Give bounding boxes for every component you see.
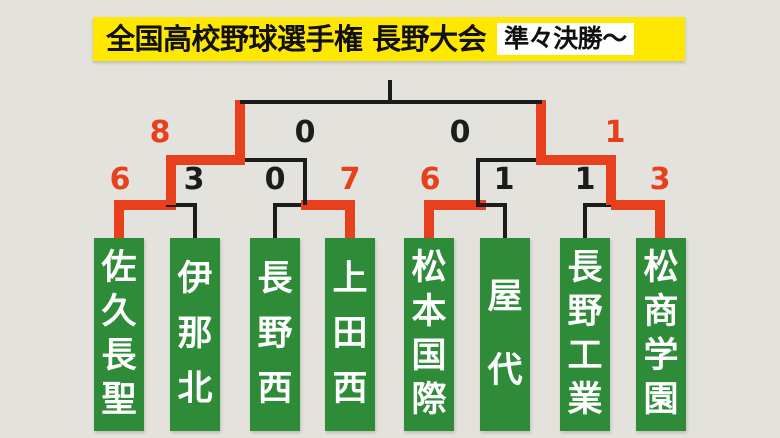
team-char: 長 — [567, 248, 603, 288]
team-char: 学 — [643, 336, 679, 376]
sf2-left-riser — [476, 158, 480, 205]
qf2-loser-crossbar — [273, 203, 305, 207]
team-char: 国 — [411, 336, 447, 376]
team-box-saku-chosei[interactable]: 佐 久 長 聖 — [94, 238, 144, 431]
qf1-loser-riser — [193, 203, 197, 240]
team-box-yashiro[interactable]: 屋 代 — [480, 238, 530, 431]
score-qf3-right: 1 — [493, 162, 515, 197]
final-stem — [388, 80, 392, 102]
page-title: 全国高校野球選手権 長野大会 — [106, 21, 487, 56]
title-banner: 全国高校野球選手権 長野大会 準々決勝～ — [93, 17, 685, 61]
team-char: 北 — [177, 369, 213, 409]
team-char: 屋 — [487, 277, 523, 318]
team-char: 商 — [643, 292, 679, 332]
sf2-right-riser — [606, 155, 616, 205]
qf4-loser-crossbar — [583, 203, 615, 207]
team-box-inakita[interactable]: 伊 那 北 — [170, 238, 220, 431]
team-char: 長 — [257, 259, 293, 299]
qf2-winner-riser — [345, 200, 355, 240]
score-qf1-left: 6 — [109, 162, 131, 197]
qf1-winner-crossbar — [114, 200, 176, 210]
round-label: 準々決勝～ — [504, 24, 627, 53]
team-char: 長 — [101, 336, 137, 376]
team-box-nagano-kogyo[interactable]: 長 野 工 業 — [560, 238, 610, 431]
qf2-loser-riser — [273, 203, 277, 240]
score-qf2-left: 0 — [264, 162, 286, 197]
team-char: 伊 — [177, 259, 213, 299]
team-box-nagano-nishi[interactable]: 長 野 西 — [250, 238, 300, 431]
team-box-shosho-gakuen[interactable]: 松 商 学 園 — [636, 238, 686, 431]
qf3-winner-crossbar — [424, 200, 486, 210]
team-char: 田 — [332, 314, 368, 354]
team-char: 本 — [411, 292, 447, 332]
team-char: 野 — [567, 292, 603, 332]
qf4-winner-riser — [655, 200, 665, 240]
score-sf2-left: 0 — [449, 115, 471, 150]
score-sf1-left: 8 — [149, 115, 171, 150]
team-char: 那 — [177, 314, 213, 354]
team-char: 上 — [332, 259, 368, 299]
qf4-loser-riser — [583, 203, 587, 240]
team-char: 園 — [643, 380, 679, 420]
score-qf2-right: 7 — [339, 162, 361, 197]
sf2-winner-riser — [536, 100, 546, 160]
team-box-ueda-nishi[interactable]: 上 田 西 — [325, 238, 375, 431]
score-sf1-right: 0 — [294, 115, 316, 150]
team-char: 松 — [411, 248, 447, 288]
team-char: 工 — [567, 336, 603, 376]
team-char: 松 — [643, 248, 679, 288]
team-char: 野 — [257, 314, 293, 354]
score-qf4-left: 1 — [574, 162, 596, 197]
qf3-loser-crossbar — [476, 203, 507, 207]
team-box-matsumoto-kokusai[interactable]: 松 本 国 際 — [404, 238, 454, 431]
qf3-loser-riser — [503, 203, 507, 240]
qf1-loser-crossbar — [166, 203, 197, 207]
score-sf2-right: 1 — [604, 115, 626, 150]
sf1-left-riser — [166, 155, 176, 205]
sf1-winner-riser — [235, 100, 245, 160]
team-char: 西 — [332, 369, 368, 409]
sf1-crossbar — [166, 155, 245, 165]
sf1-right-riser — [303, 158, 307, 205]
final-crossbar — [240, 100, 542, 104]
team-char: 久 — [101, 292, 137, 332]
team-char: 業 — [567, 380, 603, 420]
sf2-left-crossbar — [476, 158, 538, 162]
team-char: 西 — [257, 369, 293, 409]
sf1-right-crossbar — [245, 158, 307, 162]
qf3-winner-riser — [424, 200, 434, 240]
team-char: 際 — [411, 380, 447, 420]
qf2-winner-crossbar — [301, 200, 355, 210]
qf1-winner-riser — [114, 200, 124, 240]
team-char: 佐 — [101, 248, 137, 288]
team-char: 聖 — [101, 380, 137, 420]
qf4-winner-crossbar — [611, 200, 665, 210]
team-char: 代 — [487, 350, 523, 391]
sf2-crossbar — [536, 155, 616, 165]
score-qf4-right: 3 — [649, 162, 671, 197]
score-qf3-left: 6 — [419, 162, 441, 197]
round-label-box: 準々決勝～ — [497, 23, 634, 55]
score-qf1-right: 3 — [183, 162, 205, 197]
